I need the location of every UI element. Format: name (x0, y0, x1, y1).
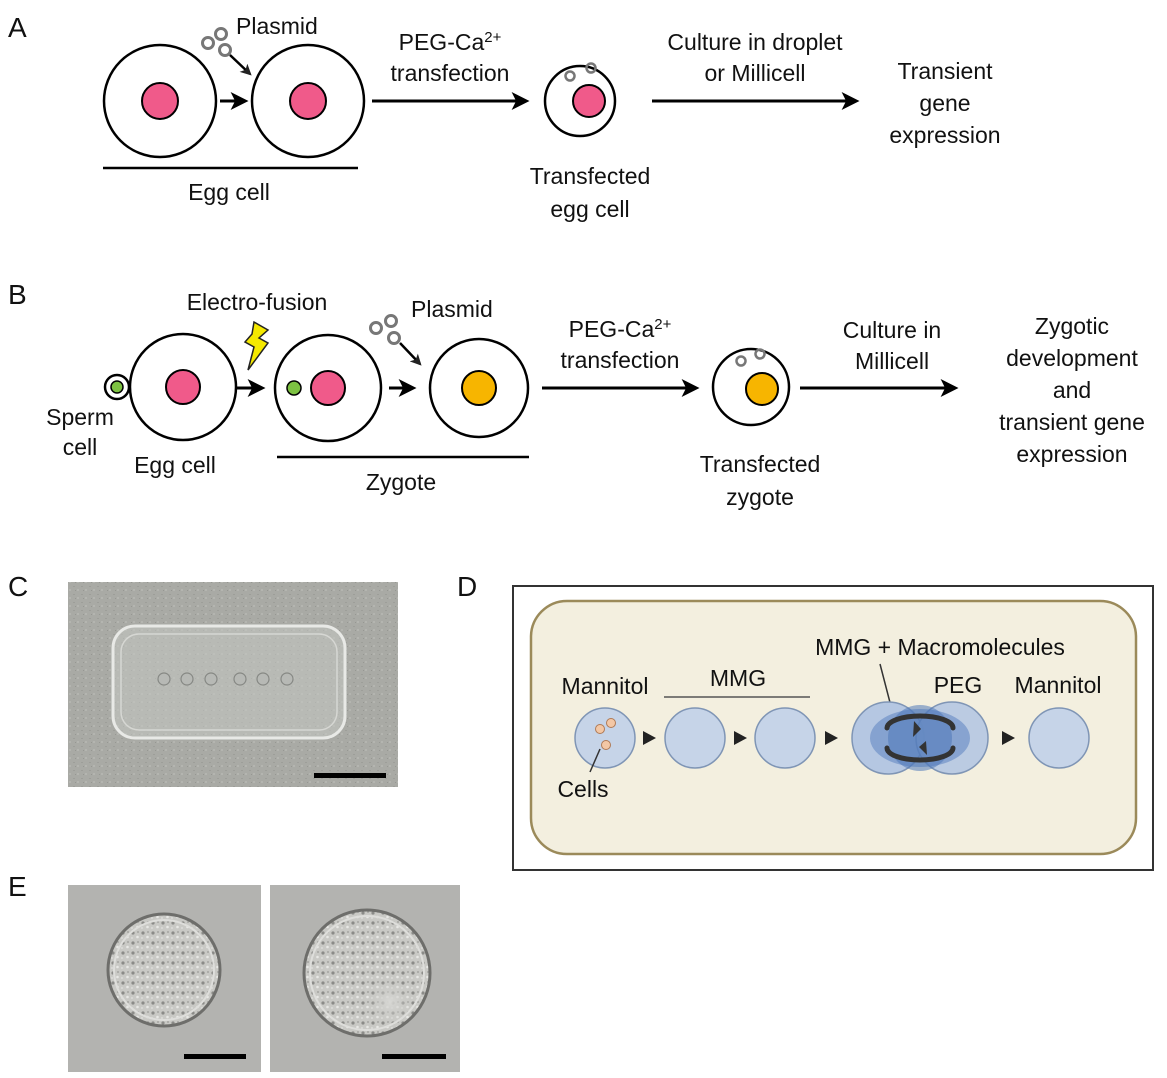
plasmid-label: Plasmid (236, 13, 318, 39)
arrow-right-icon (825, 731, 838, 745)
lightning-bolt-icon (243, 320, 270, 371)
plasmid-label-b: Plasmid (411, 296, 493, 322)
sperm-cell (103, 373, 131, 401)
cells-tube-1 (574, 707, 636, 769)
outcome-a-3: expression (889, 122, 1000, 148)
mmg-macromolecules-label: MMG + Macromolecules (815, 634, 1065, 660)
outcome-b-3: and (1053, 377, 1091, 403)
transfected-egg-label-2: egg cell (550, 196, 629, 222)
egg-cell-2 (250, 43, 366, 159)
sperm-label-1: Sperm (46, 404, 114, 430)
cells-pointer (589, 748, 601, 773)
egg-cell-label-b: Egg cell (134, 452, 216, 478)
panel-c-letter: C (8, 571, 28, 602)
egg-cell-micrograph-1 (106, 912, 222, 1028)
scale-bar (184, 1054, 246, 1059)
mixing-tube (851, 701, 989, 775)
plasmid-icon (369, 314, 401, 345)
peg-ca-label: PEG-Ca2+ (399, 29, 502, 56)
transfected-egg-label-1: Transfected (530, 163, 651, 189)
scale-bar (314, 773, 386, 778)
mmg-tube-2 (754, 707, 816, 769)
panel-a: A Plasmid Egg cell PEG-Ca2+ transfection (8, 12, 1001, 222)
transfected-zygote-label-1: Transfected (700, 451, 821, 477)
sperm-label-2: cell (63, 434, 98, 460)
schematic-panel (529, 599, 1138, 856)
egg-cell-1 (102, 43, 218, 159)
mannitol-tube-end (1028, 707, 1090, 769)
culture-label-1: Culture in droplet (667, 29, 843, 55)
egg-cell-micrograph-2 (302, 908, 432, 1038)
rotation-arrows-icon (884, 713, 956, 763)
panel-c: C (8, 571, 398, 787)
panel-b-letter: B (8, 279, 27, 310)
transfection-label-b: transfection (561, 347, 680, 373)
egg-cell-group-label: Egg cell (188, 179, 270, 205)
egg-cell-b (128, 332, 238, 442)
mmg-label: MMG (710, 665, 766, 691)
plasmid-arrow-icon (399, 342, 422, 366)
panel-d: D Mannitol MMG MMG + Macromolecules PEG … (457, 571, 1154, 871)
transfection-label: transfection (391, 60, 510, 86)
electro-fusion-label: Electro-fusion (187, 289, 328, 315)
outcome-b-4: transient gene (999, 409, 1145, 435)
droplet-wells (157, 672, 294, 686)
cells-label: Cells (557, 776, 608, 802)
peg-ca-label-b: PEG-Ca2+ (569, 316, 672, 343)
plasmid-icon (201, 27, 232, 57)
panel-d-letter: D (457, 571, 477, 602)
arrow-right-icon (1002, 731, 1015, 745)
peg-label: PEG (934, 672, 983, 698)
plasmid-arrow-icon (229, 54, 252, 76)
mmg-tube-1 (664, 707, 726, 769)
outcome-b-5: expression (1016, 441, 1127, 467)
culture-label-2: or Millicell (705, 60, 806, 86)
outcome-b-1: Zygotic (1035, 313, 1109, 339)
panel-e: E (8, 871, 460, 1072)
mannitol-start-label: Mannitol (562, 673, 649, 699)
panel-a-letter: A (8, 12, 27, 43)
outcome-a-2: gene (919, 90, 970, 116)
zygote (428, 337, 530, 439)
millicell-slide (111, 624, 347, 740)
panel-b: B Sperm cell Egg cell Electro-fusion Pla… (8, 279, 1145, 510)
culture-b-label-2: Millicell (855, 348, 929, 374)
arrow-right-icon (734, 731, 747, 745)
mannitol-end-label: Mannitol (1015, 672, 1102, 698)
transfected-zygote-label-2: zygote (726, 484, 794, 510)
culture-b-label-1: Culture in (843, 317, 941, 343)
transfected-egg-cell (543, 62, 617, 138)
arrow-right-icon (643, 731, 656, 745)
zygote-fusing (273, 333, 383, 443)
outcome-a-1: Transient (897, 58, 993, 84)
scale-bar (382, 1054, 446, 1059)
transfected-zygote (711, 347, 791, 427)
zygote-group-label: Zygote (366, 469, 436, 495)
outcome-b-2: development (1006, 345, 1138, 371)
panel-e-letter: E (8, 871, 27, 902)
